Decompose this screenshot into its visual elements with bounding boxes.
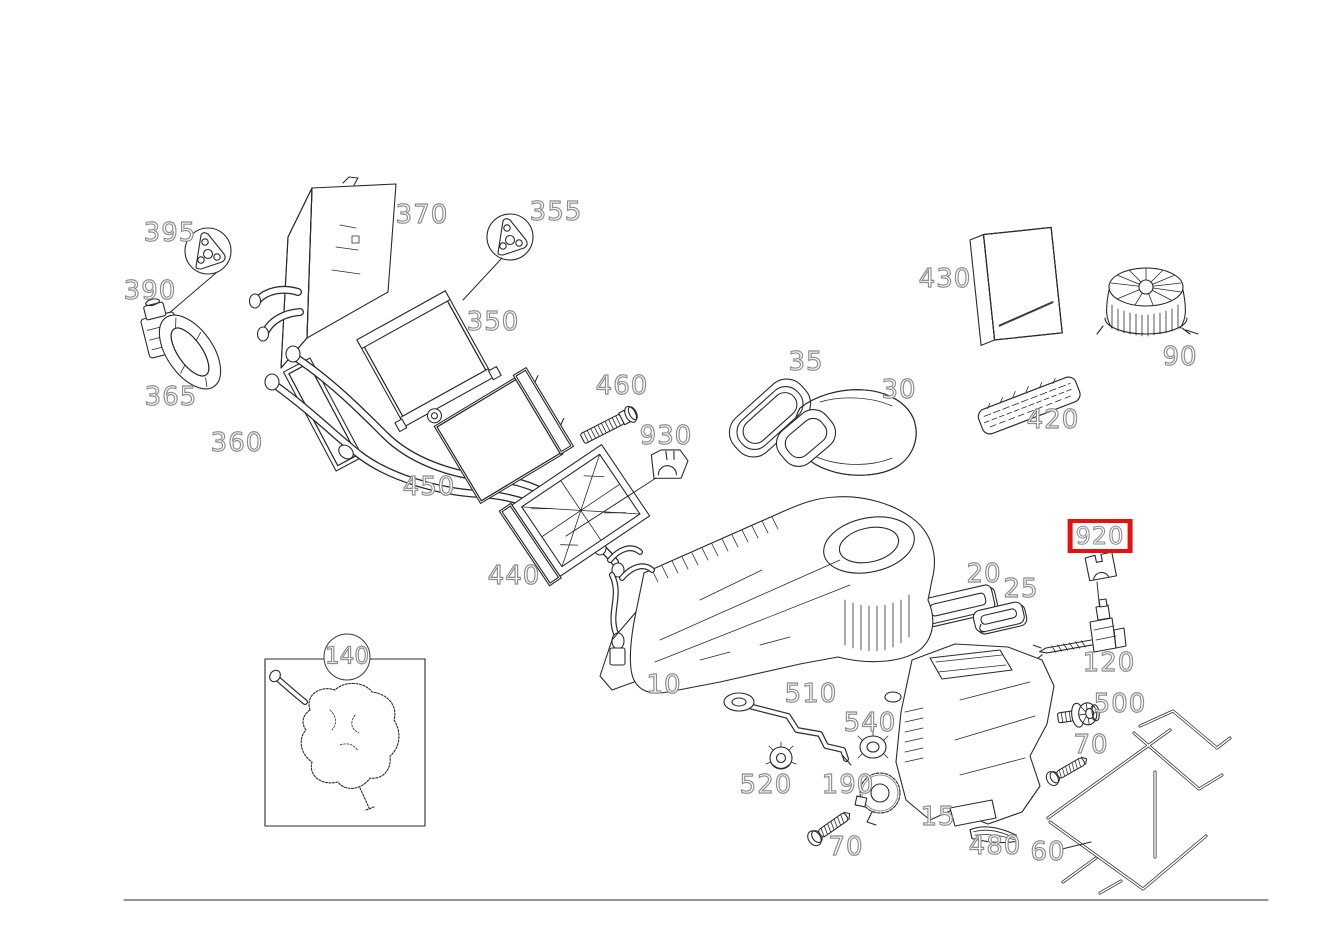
part-70-bottom-screw-drawing: [807, 811, 851, 847]
part-label-355[interactable]: 355: [529, 197, 583, 227]
part-20-gasket-drawing: [920, 584, 999, 628]
part-label-440[interactable]: 440: [487, 561, 541, 591]
part-label-365[interactable]: 365: [144, 382, 198, 412]
part-500-screw-drawing: [1057, 702, 1100, 728]
part-430-filter-drawing: [969, 226, 1063, 346]
part-label-25[interactable]: 25: [1003, 574, 1039, 604]
part-label-30[interactable]: 30: [881, 375, 917, 405]
part-190-actuator-drawing: [854, 772, 901, 826]
part-label-120[interactable]: 120: [1082, 648, 1136, 678]
part-90-blower-drawing: [1096, 267, 1199, 337]
part-label-540[interactable]: 540: [843, 708, 897, 738]
part-label-420[interactable]: 420: [1026, 405, 1080, 435]
part-355-callout-drawing: [462, 213, 534, 301]
part-70-right-screw-drawing: [1045, 756, 1088, 787]
part-440-core-drawing: [498, 444, 651, 666]
part-label-500[interactable]: 500: [1093, 689, 1147, 719]
part-label-920[interactable]: 920: [1067, 519, 1133, 553]
part-label-35[interactable]: 35: [788, 347, 824, 377]
part-label-370[interactable]: 370: [395, 200, 449, 230]
part-370-evaporator-drawing: [248, 176, 397, 369]
part-label-90[interactable]: 90: [1162, 342, 1198, 372]
part-label-10[interactable]: 10: [646, 670, 682, 700]
part-120-sensor-drawing: [1032, 598, 1127, 661]
part-label-480[interactable]: 480: [968, 831, 1022, 861]
part-label-460[interactable]: 460: [595, 371, 649, 401]
part-label-520[interactable]: 520: [739, 770, 793, 800]
part-25-gasket-drawing: [972, 601, 1028, 635]
part-920-clip-drawing: [1084, 551, 1118, 613]
part-365-bracket-drawing: [158, 314, 222, 390]
part-520-grommet-drawing: [765, 741, 797, 770]
part-480-strip-drawing: [969, 826, 1018, 844]
part-label-360[interactable]: 360: [210, 428, 264, 458]
part-label-140[interactable]: 140: [323, 633, 371, 681]
part-60-harness-drawing: [1046, 709, 1232, 895]
part-label-390[interactable]: 390: [123, 276, 177, 306]
part-label-510[interactable]: 510: [784, 679, 838, 709]
part-35-seal-drawing: [728, 378, 812, 458]
part-450-core-drawing: [433, 367, 575, 505]
part-label-350[interactable]: 350: [466, 307, 520, 337]
part-label-430[interactable]: 430: [918, 264, 972, 294]
part-label-20[interactable]: 20: [966, 559, 1002, 589]
part-10-housing-drawing: [599, 496, 935, 694]
part-460-bolt-drawing: [580, 405, 638, 444]
part-420-rail-drawing: [977, 376, 1081, 435]
part-30-duct-drawing: [775, 389, 917, 476]
part-label-70-right[interactable]: 70: [1073, 730, 1109, 760]
part-label-190[interactable]: 190: [821, 770, 875, 800]
part-15-housing-drawing: [884, 643, 1055, 827]
part-label-450[interactable]: 450: [402, 472, 456, 502]
part-350-core-drawing: [356, 290, 502, 433]
part-label-60[interactable]: 60: [1030, 837, 1066, 867]
part-930-clip-drawing: [565, 449, 689, 537]
part-label-70-bottom[interactable]: 70: [828, 832, 864, 862]
part-510-drain-drawing: [723, 692, 852, 766]
part-label-930[interactable]: 930: [639, 421, 693, 451]
part-label-15[interactable]: 15: [920, 802, 956, 832]
part-540-grommet-drawing: [857, 731, 889, 759]
part-label-395[interactable]: 395: [143, 218, 197, 248]
part-395-callout-drawing: [167, 227, 232, 315]
